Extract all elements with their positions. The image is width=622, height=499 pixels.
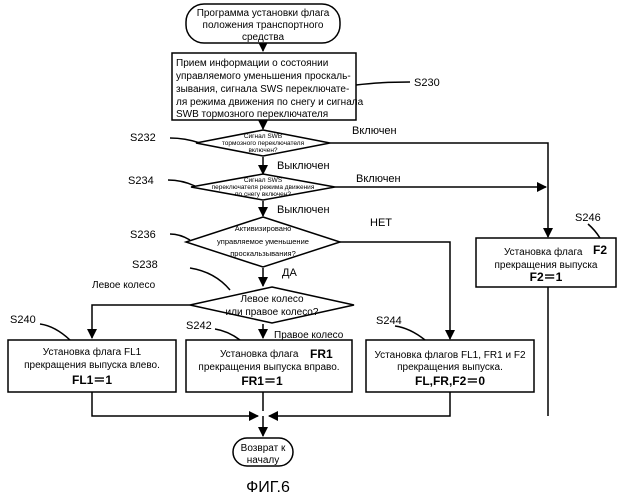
s244-line-1: Установка флагов FL1, FR1 и F2 xyxy=(374,349,525,361)
s234-line-1: Сигнал SWS xyxy=(244,177,283,184)
s244-leader xyxy=(395,326,425,340)
s230-label: S230 xyxy=(414,77,440,89)
s240-value: FL1＝1 xyxy=(72,373,112,387)
s244-line-2: прекращения выпуска. xyxy=(397,362,503,373)
s236-line-1: Активизировано xyxy=(235,224,292,233)
s246-value: F2＝1 xyxy=(530,270,563,284)
s238-line-2: или правое колесо? xyxy=(226,307,319,318)
step-s246: Установка флага F2 прекращения выпуска F… xyxy=(476,212,616,287)
s232-line-2: тормозного переключателя xyxy=(222,140,305,147)
s240-label: S240 xyxy=(10,314,36,326)
end-terminator: Возврат к началу xyxy=(233,438,293,466)
connector-s232-yes xyxy=(330,143,548,237)
s236-line-2: управляемое уменьшение xyxy=(217,237,309,246)
s234-no-label: Выключен xyxy=(277,204,330,216)
s240-leader xyxy=(40,324,70,340)
s236-leader xyxy=(170,234,190,240)
s236-yes-label: ДА xyxy=(282,267,297,279)
s232-leader xyxy=(170,138,200,143)
s230-leader xyxy=(356,82,410,85)
s242-leader xyxy=(215,329,240,340)
s236-label: S236 xyxy=(130,229,156,241)
start-line-2: положения транспортного xyxy=(203,20,324,31)
s246-label: S246 xyxy=(575,212,601,224)
s230-line-2: управляемого уменьшения проскаль- xyxy=(176,71,351,82)
s242-line-2: прекращения выпуска вправо. xyxy=(198,362,339,373)
s232-line-1: Сигнал SWB xyxy=(244,133,282,140)
s234-leader xyxy=(168,180,195,186)
connector-s238-left xyxy=(92,305,190,338)
end-line-1: Возврат к xyxy=(241,443,286,454)
s246-line-1: Установка флага xyxy=(504,246,583,258)
s234-label: S234 xyxy=(128,175,154,187)
connector-s244-merge xyxy=(269,392,450,416)
s242-flag: FR1 xyxy=(310,347,333,361)
s236-line-3: проскальзывания? xyxy=(230,249,296,258)
connector-s240-merge xyxy=(92,392,258,416)
decision-s236: Активизировано управляемое уменьшение пр… xyxy=(130,217,392,279)
s232-no-label: Выключен xyxy=(277,160,330,172)
s234-line-2: переключателя режима движения xyxy=(212,184,315,191)
s238-left-label: Левое колесо xyxy=(92,280,156,291)
s234-line-3: по снегу включен? xyxy=(235,191,291,198)
s234-yes-label: Включен xyxy=(356,173,401,185)
s244-label: S244 xyxy=(376,315,402,327)
start-terminator: Программа установки флага положения тран… xyxy=(186,4,340,43)
s240-line-1: Установка флага FL1 xyxy=(43,346,142,358)
s236-no-label: НЕТ xyxy=(370,217,392,229)
figure-caption: ФИГ.6 xyxy=(246,479,290,496)
step-s230: Прием информации о состоянии управляемог… xyxy=(172,53,440,120)
s238-leader xyxy=(190,268,230,290)
s240-line-2: прекращения выпуска влево. xyxy=(24,360,160,371)
s242-label: S242 xyxy=(186,320,212,332)
s238-line-1: Левое колесо xyxy=(240,294,304,305)
s238-label: S238 xyxy=(132,259,158,271)
s244-value: FL,FR,F2＝0 xyxy=(415,374,485,388)
s232-label: S232 xyxy=(130,132,156,144)
s230-line-3: зывания, сигнала SWS переключате- xyxy=(176,84,349,95)
s246-flag: F2 xyxy=(593,243,607,257)
s230-line-5: SWB тормозного переключателя xyxy=(176,109,328,120)
start-line-3: средства xyxy=(242,32,285,43)
s246-leader xyxy=(588,224,600,238)
s230-line-1: Прием информации о состоянии xyxy=(176,57,328,69)
decision-s238: Левое колесо или правое колесо? S238 Лев… xyxy=(92,259,354,341)
decision-s234: Сигнал SWS переключателя режима движения… xyxy=(128,173,401,216)
s242-line-1: Установка флага xyxy=(220,348,299,360)
start-line-1: Программа установки флага xyxy=(197,7,330,19)
s230-line-4: ля режима движения по снегу и сигнала xyxy=(176,97,364,108)
s232-line-3: включен? xyxy=(248,147,277,154)
s242-value: FR1＝1 xyxy=(241,374,283,388)
s232-yes-label: Включен xyxy=(352,125,397,137)
end-line-2: началу xyxy=(247,455,279,466)
